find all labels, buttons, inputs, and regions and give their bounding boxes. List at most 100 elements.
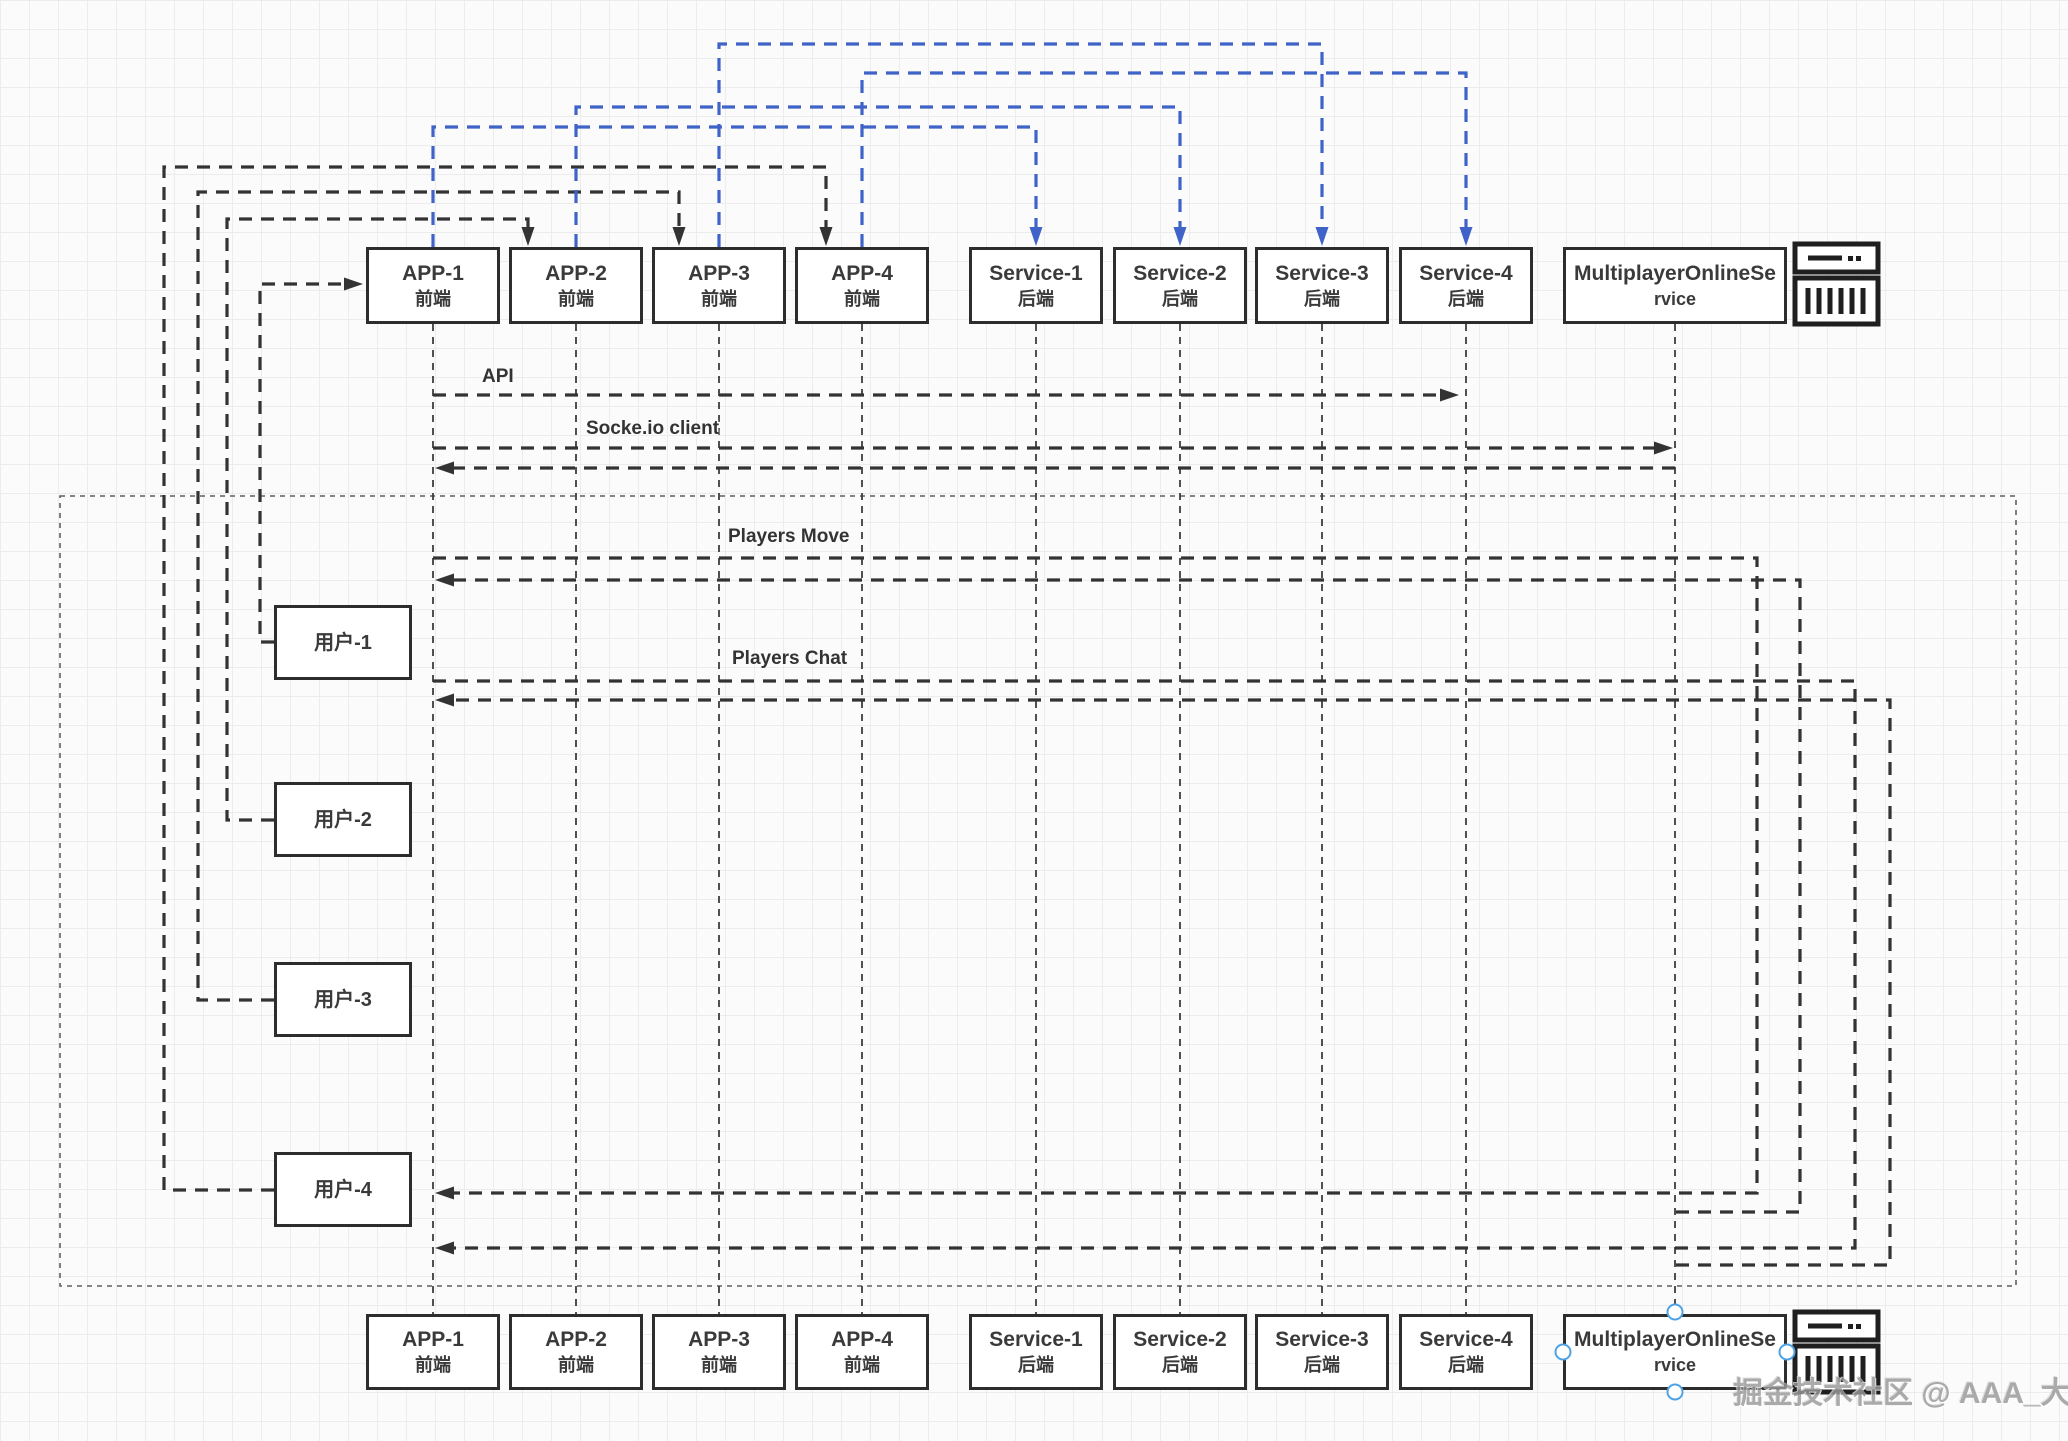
message-players-move-push[interactable] [435,573,1802,1214]
message-players-move-loop[interactable] [433,556,1759,1200]
arrowhead [672,227,686,246]
arrowhead [435,693,454,707]
selection-handle[interactable] [1778,1343,1796,1361]
edge-app2-service2[interactable] [574,105,1187,247]
message-label-players-chat[interactable]: Players Chat [732,648,848,669]
actor-bottom-app3[interactable]: APP-3 前端 [652,1314,786,1390]
arrowhead [435,1241,454,1255]
actor-label: 后端 [1304,1355,1340,1375]
server-icon-bottom[interactable] [1792,1309,1881,1395]
actor-top-service4[interactable]: Service-4 后端 [1399,247,1533,324]
actor-label: 用户-1 [314,631,372,654]
message-label-socketio-client[interactable]: Socke.io client [586,418,720,439]
actor-label: 用户-4 [314,1178,372,1201]
arrowhead [435,573,454,587]
user-box-1[interactable]: 用户-1 [274,605,412,680]
watermark: 掘金技术社区 @ AAA_大木 [1733,1377,2068,1410]
actor-label: 前端 [701,1355,737,1375]
actor-label: APP-2 [545,1328,607,1351]
actor-label: 后端 [1162,288,1198,309]
actor-label: Service-4 [1419,1328,1513,1351]
message-players-chat-loop[interactable] [433,679,1857,1255]
actor-top-app1[interactable]: APP-1 前端 [366,247,500,324]
actor-label: 前端 [415,1355,451,1375]
actor-bottom-service2[interactable]: Service-2 后端 [1113,1314,1247,1390]
message-api[interactable] [433,388,1459,402]
actor-bottom-service3[interactable]: Service-3 后端 [1255,1314,1389,1390]
actor-top-app4[interactable]: APP-4 前端 [795,247,929,324]
actor-label: Service-2 [1133,1328,1227,1351]
actor-label: Service-3 [1275,261,1369,285]
edge-app3-service3[interactable] [717,42,1329,247]
edge-app4-service4[interactable] [860,71,1473,247]
actor-bottom-app2[interactable]: APP-2 前端 [509,1314,643,1390]
actor-label: APP-3 [688,261,750,285]
actor-bottom-app1[interactable]: APP-1 前端 [366,1314,500,1390]
user-box-3[interactable]: 用户-3 [274,962,412,1037]
edge-user1-app1[interactable] [258,277,363,644]
actor-label: APP-1 [402,1328,464,1351]
actor-label: 用户-3 [314,988,372,1011]
edge-user3-app3[interactable] [196,190,686,1002]
arrowhead [1173,227,1187,246]
actor-label: APP-1 [402,261,464,285]
actor-label: 后端 [1018,288,1054,309]
message-players-chat-push[interactable] [435,693,1892,1267]
edge-app1-service1[interactable] [431,125,1043,247]
user-box-2[interactable]: 用户-2 [274,782,412,857]
dashed-frame[interactable] [59,495,2017,1287]
actor-bottom-app4[interactable]: APP-4 前端 [795,1314,929,1390]
actor-top-service3[interactable]: Service-3 后端 [1255,247,1389,324]
actor-label: Service-1 [989,261,1083,285]
actor-bottom-service4[interactable]: Service-4 后端 [1399,1314,1533,1390]
arrowhead [435,461,454,475]
selection-handle[interactable] [1666,1303,1684,1321]
arrowhead [435,1186,454,1200]
server-icon-top[interactable] [1792,241,1881,327]
actor-label: 前端 [844,288,880,309]
actor-label: APP-3 [688,1328,750,1351]
arrowhead [1029,227,1043,246]
actor-label: rvice [1653,288,1697,309]
user-box-4[interactable]: 用户-4 [274,1152,412,1227]
edge-user2-app2[interactable] [225,217,535,822]
actor-label: 前端 [558,1355,594,1375]
actor-label: Service-4 [1419,261,1513,285]
actor-label: 前端 [701,288,737,309]
edge-user4-app4[interactable] [162,165,833,1192]
arrowhead [1315,227,1329,246]
message-socketio-return[interactable] [435,461,1675,475]
actor-label: 后端 [1448,1355,1484,1375]
arrowhead [521,227,535,246]
selection-handle[interactable] [1554,1343,1572,1361]
arrowhead [1440,388,1459,402]
actor-top-app3[interactable]: APP-3 前端 [652,247,786,324]
actor-label: MultiplayerOnlineSe [1574,1328,1776,1351]
actor-label: 前端 [844,1355,880,1375]
arrowhead [1459,227,1473,246]
actor-label: 前端 [558,288,594,309]
arrowhead [819,227,833,246]
message-label-api[interactable]: API [482,366,514,387]
actor-label: 后端 [1162,1355,1198,1375]
actor-label: 用户-2 [314,808,372,831]
actor-label: APP-4 [831,1328,893,1351]
actor-label: 前端 [415,288,451,309]
actor-label: Service-3 [1275,1328,1369,1351]
actor-top-service1[interactable]: Service-1 后端 [969,247,1103,324]
message-label-players-move[interactable]: Players Move [728,526,850,547]
actor-label: Service-1 [989,1328,1083,1351]
arrowhead [344,277,363,291]
actor-label: 后端 [1304,288,1340,309]
actor-label: rvice [1653,1355,1697,1375]
message-socketio-request[interactable] [433,441,1673,455]
actor-label: 后端 [1448,288,1484,309]
actor-label: APP-4 [831,261,893,285]
selection-handle[interactable] [1666,1383,1684,1401]
